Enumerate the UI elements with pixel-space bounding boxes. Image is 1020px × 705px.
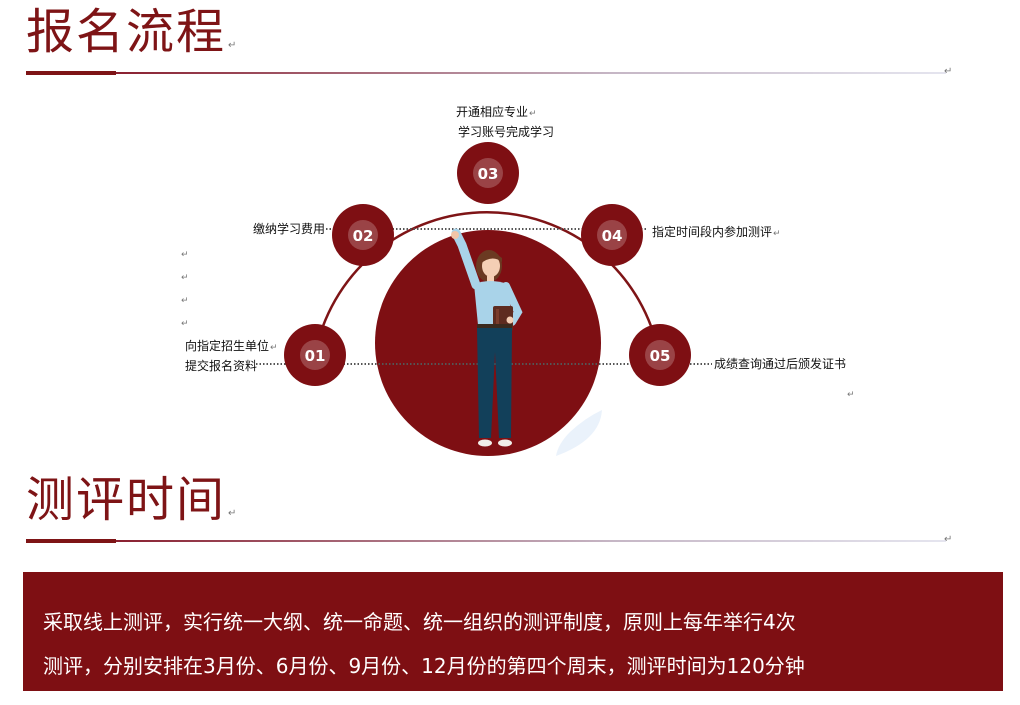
- paragraph-mark-icon: ↵: [847, 390, 855, 400]
- paragraph-mark-icon: ↵: [944, 66, 953, 77]
- evaluation-info-box: 采取线上测评，实行统一大纲、统一命题、统一组织的测评制度，原则上每年举行4次 测…: [23, 572, 1003, 691]
- divider-gradient-line: [116, 540, 946, 542]
- paragraph-mark-icon: ↵: [181, 319, 189, 329]
- step-badge-01: 01: [284, 324, 346, 386]
- step-label-03: 开通相应专业↵ 学习账号完成学习: [456, 103, 554, 141]
- paragraph-mark-icon: ↵: [228, 40, 239, 51]
- evaluation-text-line-2: 测评，分别安排在3月份、6月份、9月份、12月份的第四个周末，测评时间为120分…: [43, 654, 805, 678]
- step-badge-03: 03: [457, 142, 519, 204]
- step-label-01-line-1: 向指定招生单位: [185, 339, 270, 353]
- evaluation-text-line-1: 采取线上测评，实行统一大纲、统一命题、统一组织的测评制度，原则上每年举行4次: [43, 610, 796, 634]
- step-number-05: 05: [650, 347, 671, 365]
- paragraph-mark-icon: ↵: [181, 250, 189, 260]
- step-label-04: 指定时间段内参加测评↵: [652, 223, 781, 243]
- paragraph-mark-icon: ↵: [270, 343, 278, 353]
- divider-gradient-line: [116, 72, 946, 74]
- step-label-01-line-2: 提交报名资料: [185, 359, 258, 373]
- step-number-02: 02: [353, 227, 374, 245]
- decorative-leaf-shape: [556, 410, 602, 456]
- section-title-evaluation-text: 测评时间: [26, 472, 227, 528]
- step-number-04: 04: [602, 227, 623, 245]
- divider-accent-bar: [26, 71, 116, 75]
- step-label-05-line-1: 成绩查询通过后颁发证书: [714, 357, 847, 371]
- step-badge-04: 04: [581, 204, 643, 266]
- section-divider-enrollment: [26, 71, 946, 75]
- step-label-03-line-1: 开通相应专业: [456, 105, 529, 119]
- process-arc: [313, 211, 661, 356]
- paragraph-mark-icon: ↵: [181, 296, 189, 306]
- step-label-01: 向指定招生单位↵ 提交报名资料: [185, 337, 278, 375]
- paragraph-mark-icon: ↵: [773, 229, 781, 239]
- paragraph-mark-icon: ↵: [181, 273, 189, 283]
- paragraph-mark-icon: ↵: [529, 109, 537, 119]
- enrollment-process-diagram: 01 02 03 04 05: [256, 142, 712, 456]
- step-label-02-line-1: 缴纳学习费用: [253, 222, 326, 236]
- divider-accent-bar: [26, 539, 116, 543]
- step-label-04-line-1: 指定时间段内参加测评: [652, 225, 773, 239]
- step-label-03-line-2: 学习账号完成学习: [458, 125, 555, 139]
- step-badge-05: 05: [629, 324, 691, 386]
- section-title-evaluation: 测评时间↵: [26, 476, 238, 524]
- section-title-enrollment-text: 报名流程: [26, 4, 227, 60]
- step-label-02: 缴纳学习费用: [253, 220, 325, 238]
- woman-illustration-icon: [451, 228, 523, 447]
- step-label-05: 成绩查询通过后颁发证书: [714, 355, 846, 373]
- step-number-01: 01: [305, 347, 326, 365]
- section-divider-evaluation: [26, 539, 946, 543]
- section-title-enrollment: 报名流程↵: [26, 8, 238, 56]
- step-badge-02: 02: [332, 204, 394, 266]
- paragraph-mark-icon: ↵: [228, 508, 239, 519]
- step-number-03: 03: [478, 165, 499, 183]
- paragraph-mark-icon: ↵: [944, 534, 953, 545]
